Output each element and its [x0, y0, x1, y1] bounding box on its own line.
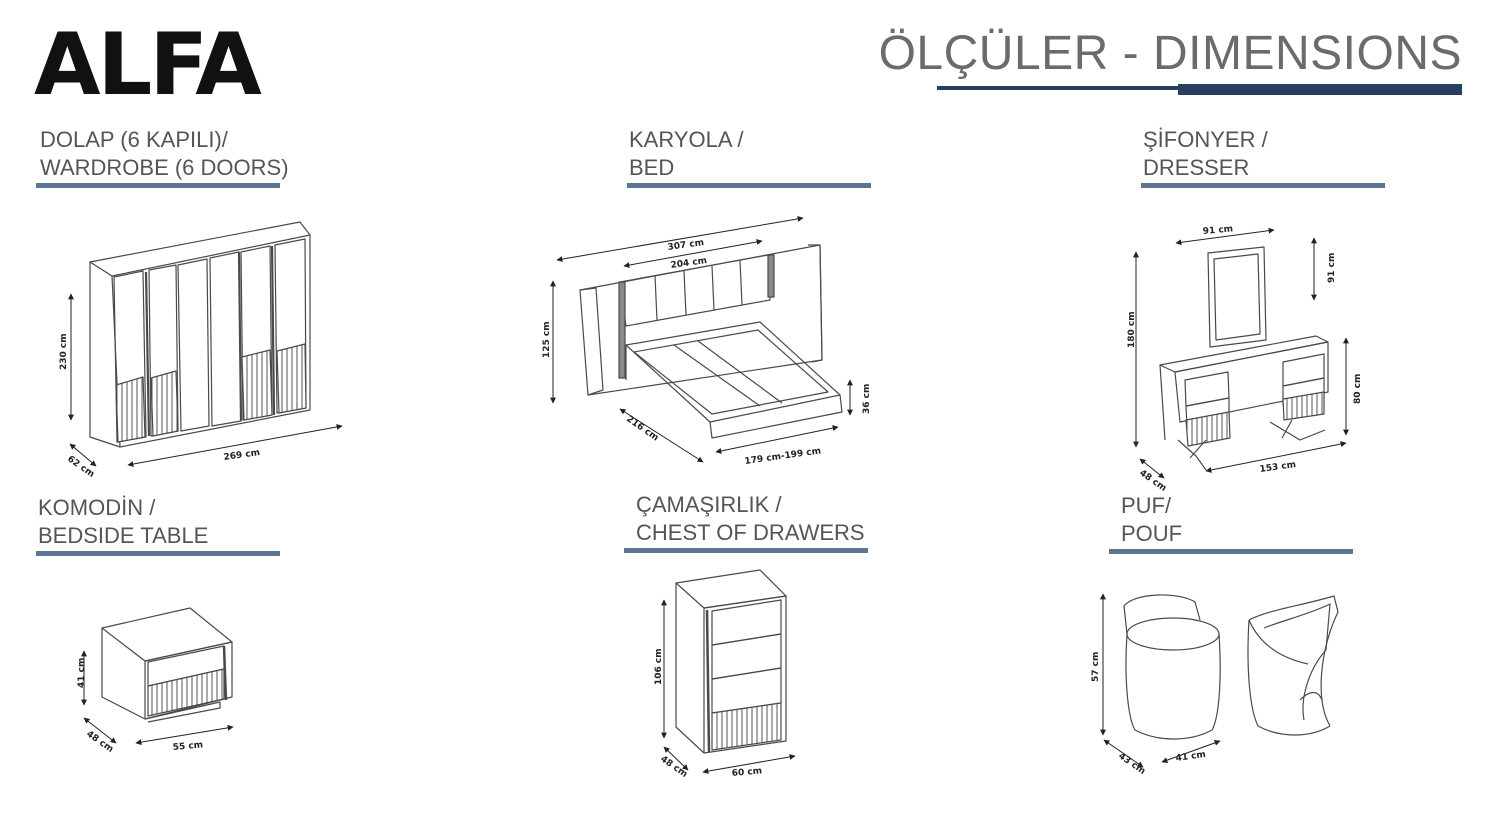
- pouf-width-label: 41 cm: [1175, 750, 1206, 764]
- chest-width-label: 60 cm: [731, 766, 762, 779]
- bed-heading: KARYOLA / BED: [627, 126, 871, 188]
- pouf-drawing: [1123, 594, 1339, 740]
- chest-height-label: 106 cm: [654, 648, 664, 685]
- bed-heading-rule: [627, 183, 871, 188]
- wardrobe-heading-en: WARDROBE (6 DOORS): [40, 155, 289, 180]
- bed-headboard-width-label: 204 cm: [670, 256, 708, 271]
- bed-drawing: [579, 244, 843, 439]
- bed-frame-height-label: 36 cm: [862, 384, 872, 414]
- bed-height-label: 125 cm: [542, 321, 552, 358]
- dresser-heading: ŞİFONYER / DRESSER: [1141, 126, 1385, 188]
- bedside-height-label: 41 cm: [77, 658, 87, 688]
- brand-logo: ALFA: [34, 15, 262, 115]
- wardrobe-depth-label: 62 cm: [65, 454, 96, 480]
- bedside-drawing: [101, 607, 233, 723]
- wardrobe-height-label: 230 cm: [59, 333, 69, 370]
- pouf-heading: PUF/ POUF: [1109, 492, 1353, 554]
- bedside-heading-rule: [36, 551, 280, 556]
- pouf-heading-rule: [1109, 549, 1353, 554]
- dresser-depth-label: 48 cm: [1137, 468, 1168, 494]
- dresser-mirror-width-label: 91 cm: [1202, 224, 1233, 237]
- wardrobe-width-label: 269 cm: [223, 448, 261, 463]
- chest-drawing: [675, 569, 787, 754]
- bedside-heading: KOMODİN / BEDSIDE TABLE: [36, 494, 280, 556]
- bedside-heading-tr: KOMODİN /: [38, 495, 156, 520]
- wardrobe-drawing: [89, 221, 311, 448]
- wardrobe-heading-rule: [36, 183, 280, 188]
- chest-heading-rule: [624, 548, 868, 553]
- title-underline-accent: [1178, 84, 1462, 95]
- bedside-width-label: 55 cm: [172, 740, 203, 753]
- dresser-heading-en: DRESSER: [1143, 155, 1250, 180]
- wardrobe-heading-tr: DOLAP (6 KAPILI)/: [40, 127, 228, 152]
- wardrobe-heading: DOLAP (6 KAPILI)/ WARDROBE (6 DOORS): [36, 126, 289, 188]
- dresser-heading-tr: ŞİFONYER /: [1143, 127, 1268, 152]
- page-title: ÖLÇÜLER - DIMENSIONS: [878, 27, 1462, 80]
- bed-heading-tr: KARYOLA /: [629, 127, 744, 152]
- pouf-depth-label: 43 cm: [1116, 751, 1147, 777]
- chest-heading: ÇAMAŞIRLIK / CHEST OF DRAWERS: [624, 491, 868, 553]
- bed-length-label: 216 cm: [624, 414, 660, 443]
- bedside-depth-label: 48 cm: [84, 729, 115, 755]
- bedside-heading-en: BEDSIDE TABLE: [38, 523, 209, 548]
- dresser-width-label: 153 cm: [1259, 460, 1297, 475]
- dresser-heading-rule: [1141, 183, 1385, 188]
- dresser-drawing: [1159, 246, 1329, 471]
- pouf-heading-tr: PUF/: [1121, 493, 1172, 518]
- chest-heading-en: CHEST OF DRAWERS: [636, 520, 865, 545]
- chest-heading-tr: ÇAMAŞIRLIK /: [636, 492, 782, 517]
- pouf-heading-en: POUF: [1121, 521, 1183, 546]
- dresser-total-height-label: 180 cm: [1127, 311, 1137, 348]
- dresser-mirror-height-label: 91 cm: [1327, 253, 1337, 283]
- dresser-height-label: 80 cm: [1353, 374, 1363, 404]
- pouf-height-label: 57 cm: [1091, 652, 1101, 682]
- bed-mattress-label: 179 cm-199 cm: [744, 446, 822, 467]
- bed-heading-en: BED: [629, 155, 675, 180]
